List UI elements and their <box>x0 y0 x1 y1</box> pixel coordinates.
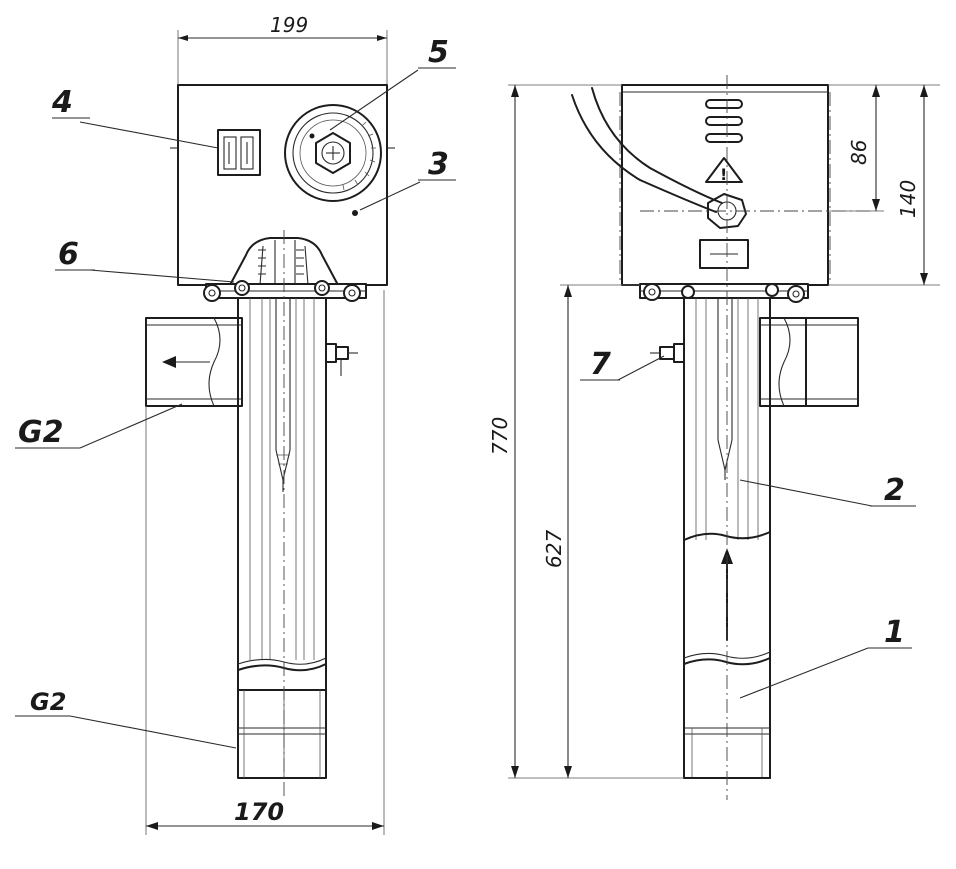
side-outlet-pipe <box>145 317 243 407</box>
dim-inlet-height: 86 <box>828 85 884 212</box>
dim-tube-height-label: 627 <box>542 530 566 568</box>
side-bolt-right <box>650 343 685 363</box>
callout-4: 4 <box>51 85 73 120</box>
flange-bolt <box>681 285 695 299</box>
dim-bottom-width-label: 170 <box>234 798 284 826</box>
callout-1: 1 <box>884 615 905 650</box>
switch <box>217 129 261 176</box>
main-tube-left <box>237 297 327 779</box>
callout-2: 2 <box>884 473 905 508</box>
control-box-right: ! <box>571 84 940 286</box>
warning-mark: ! <box>720 165 727 184</box>
flange-bolt <box>314 280 330 296</box>
leaders-left <box>15 67 456 749</box>
label-g2-side: G2 <box>18 415 64 450</box>
dim-inlet-height-label: 86 <box>847 140 871 165</box>
callout-3: 3 <box>428 147 449 182</box>
flange-bolt <box>343 284 361 302</box>
flow-arrow-out <box>162 356 176 368</box>
callout-7: 7 <box>590 347 611 382</box>
flange-bolt <box>203 284 221 302</box>
dim-top-width-label: 199 <box>270 13 308 37</box>
left-view: 199 <box>15 13 456 835</box>
flange-left <box>203 280 367 302</box>
dim-box-height-label: 140 <box>896 180 920 218</box>
right-view: ! <box>488 75 940 800</box>
dim-top-width: 199 <box>177 13 388 85</box>
box-screw <box>352 210 358 216</box>
dim-box-height: 140 <box>896 85 928 285</box>
warning-icon <box>705 157 743 183</box>
flange-right <box>639 283 809 303</box>
side-outlet-pipe-right <box>759 317 859 407</box>
callout-6: 6 <box>58 237 79 272</box>
cable-gland <box>707 193 747 229</box>
flange-bolt <box>234 280 250 296</box>
flange-bolt <box>787 285 805 303</box>
dim-total-height-label: 770 <box>488 417 512 455</box>
power-cable <box>571 94 717 213</box>
dim-total-height: 770 <box>488 84 684 779</box>
callout-5: 5 <box>428 35 449 70</box>
flange-bolt <box>643 283 661 301</box>
dim-bottom-width: 170 <box>145 290 385 835</box>
dim-tube-height: 627 <box>542 284 640 778</box>
leaders-right <box>580 355 916 699</box>
side-bolt-left <box>325 343 358 376</box>
thermostat-knob <box>284 104 382 202</box>
flange-bolt <box>765 283 779 297</box>
label-g2-bottom: G2 <box>30 688 66 716</box>
